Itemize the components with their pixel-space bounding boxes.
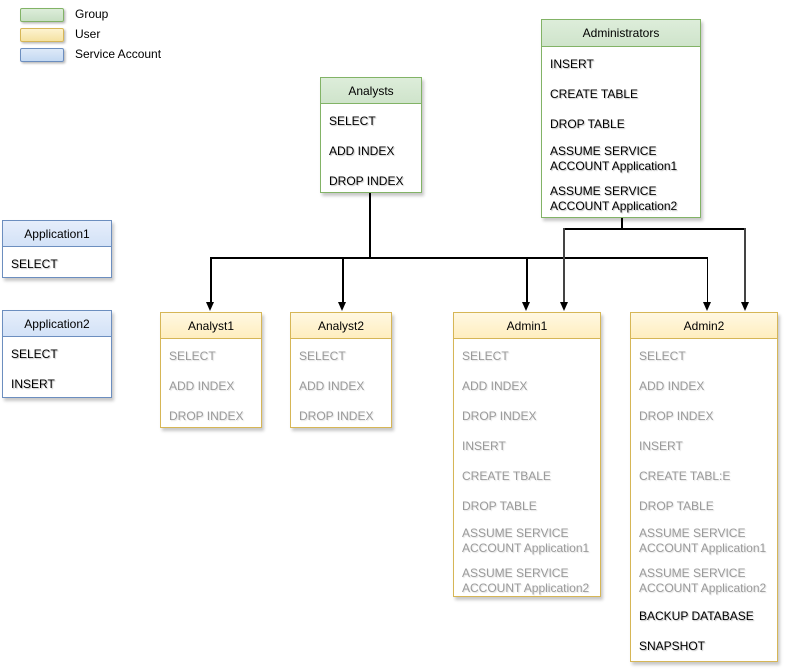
user-node-analyst2: Analyst2 SELECT ADD INDEX DROP INDEX	[290, 312, 392, 428]
permission-item: DROP TABLE	[462, 498, 537, 513]
permission-item: ADD INDEX	[329, 143, 395, 158]
permission-item: ADD INDEX	[169, 378, 235, 393]
permission-item: SELECT	[299, 348, 346, 363]
user-node-admin2: Admin2 SELECT ADD INDEX DROP INDEX INSER…	[630, 312, 778, 662]
permission-item: CREATE TABL:E	[639, 468, 731, 483]
permission-item: CREATE TABLE	[550, 86, 639, 101]
arrowhead-admin2-from-analysts	[702, 302, 711, 311]
permission-list: SELECT ADD INDEX DROP INDEX	[321, 104, 421, 196]
permission-item: DROP INDEX	[329, 173, 404, 188]
legend-label: Group	[75, 7, 109, 21]
edge-analysts-bus	[210, 257, 708, 259]
user-color-swatch	[20, 27, 64, 42]
edge-administrators-bus	[563, 228, 746, 230]
edge-analysts-to-admin2	[706, 257, 708, 303]
permission-item: ASSUME SERVICE ACCOUNT Application1	[462, 526, 590, 555]
permission-item: DROP TABLE	[639, 498, 714, 513]
node-title: Application1	[3, 221, 111, 247]
permission-item: DROP INDEX	[462, 408, 537, 423]
permission-list: SELECT INSERT	[3, 337, 111, 399]
permission-item: INSERT	[550, 56, 594, 71]
edge-analysts-to-analyst2	[342, 257, 344, 303]
permission-item: SNAPSHOT	[639, 638, 706, 653]
service-account-color-swatch	[20, 47, 64, 62]
permission-item: DROP INDEX	[639, 408, 714, 423]
arrowhead-analyst2	[338, 302, 346, 311]
permission-item: ADD INDEX	[639, 378, 705, 393]
edge-administrators-to-admin2	[744, 228, 746, 303]
permission-item: ASSUME SERVICE ACCOUNT Application1	[550, 144, 678, 173]
permission-item: SELECT	[169, 348, 216, 363]
edge-administrators-to-admin1	[563, 228, 565, 303]
permission-list: SELECT	[3, 247, 111, 279]
edge-analysts-stem	[369, 193, 371, 258]
permission-item: CREATE TBALE	[462, 468, 551, 483]
permission-item: DROP INDEX	[299, 408, 374, 423]
legend-label: User	[75, 27, 101, 41]
arrowhead-admin2-from-administrators	[740, 302, 749, 311]
legend-item-group: Group	[20, 7, 108, 22]
permission-item: ASSUME SERVICE ACCOUNT Application2	[639, 566, 767, 595]
permission-item: SELECT	[639, 348, 686, 363]
permission-item: INSERT	[639, 438, 683, 453]
permission-list: INSERT CREATE TABLE DROP TABLE ASSUME SE…	[542, 47, 700, 219]
permission-list: SELECT ADD INDEX DROP INDEX INSERT CREAT…	[631, 339, 777, 661]
permission-item: SELECT	[11, 256, 58, 271]
permission-list: SELECT ADD INDEX DROP INDEX	[161, 339, 261, 431]
node-title: Analysts	[321, 78, 421, 104]
node-title: Analyst2	[291, 313, 391, 339]
user-node-admin1: Admin1 SELECT ADD INDEX DROP INDEX INSER…	[453, 312, 601, 597]
group-color-swatch	[20, 7, 64, 22]
service-account-node-application1: Application1 SELECT	[2, 220, 112, 278]
node-title: Administrators	[542, 20, 700, 47]
permission-item: ASSUME SERVICE ACCOUNT Application2	[462, 566, 590, 595]
node-title: Analyst1	[161, 313, 261, 339]
service-account-node-application2: Application2 SELECT INSERT	[2, 310, 112, 398]
permission-list: SELECT ADD INDEX DROP INDEX	[291, 339, 391, 431]
legend-label: Service Account	[75, 47, 162, 61]
node-title: Admin1	[454, 313, 600, 339]
permission-item: DROP TABLE	[550, 116, 625, 131]
arrowhead-admin1-from-analysts	[522, 302, 530, 311]
edge-analysts-to-analyst1	[210, 257, 212, 303]
permission-item: ADD INDEX	[462, 378, 528, 393]
permission-item: INSERT	[11, 376, 55, 391]
group-node-analysts: Analysts SELECT ADD INDEX DROP INDEX	[320, 77, 422, 193]
permission-item: INSERT	[462, 438, 506, 453]
permission-item: SELECT	[462, 348, 509, 363]
permission-item: SELECT	[329, 113, 376, 128]
permission-item: BACKUP DATABASE	[639, 608, 754, 623]
permission-item: DROP INDEX	[169, 408, 244, 423]
legend-item-user: User	[20, 27, 100, 42]
permission-item: ASSUME SERVICE ACCOUNT Application1	[639, 526, 767, 555]
permission-item: ASSUME SERVICE ACCOUNT Application2	[550, 184, 678, 213]
legend-item-service-account: Service Account	[20, 47, 161, 62]
arrowhead-admin1-from-administrators	[559, 302, 568, 311]
node-title: Application2	[3, 311, 111, 337]
user-node-analyst1: Analyst1 SELECT ADD INDEX DROP INDEX	[160, 312, 262, 428]
node-title: Admin2	[631, 313, 777, 339]
edge-analysts-to-admin1	[526, 257, 528, 303]
permission-item: ADD INDEX	[299, 378, 365, 393]
permission-item: SELECT	[11, 346, 58, 361]
edge-administrators-stem	[621, 218, 623, 229]
group-node-administrators: Administrators INSERT CREATE TABLE DROP …	[541, 19, 701, 218]
arrowhead-analyst1	[206, 302, 214, 311]
permission-list: SELECT ADD INDEX DROP INDEX INSERT CREAT…	[454, 339, 600, 601]
